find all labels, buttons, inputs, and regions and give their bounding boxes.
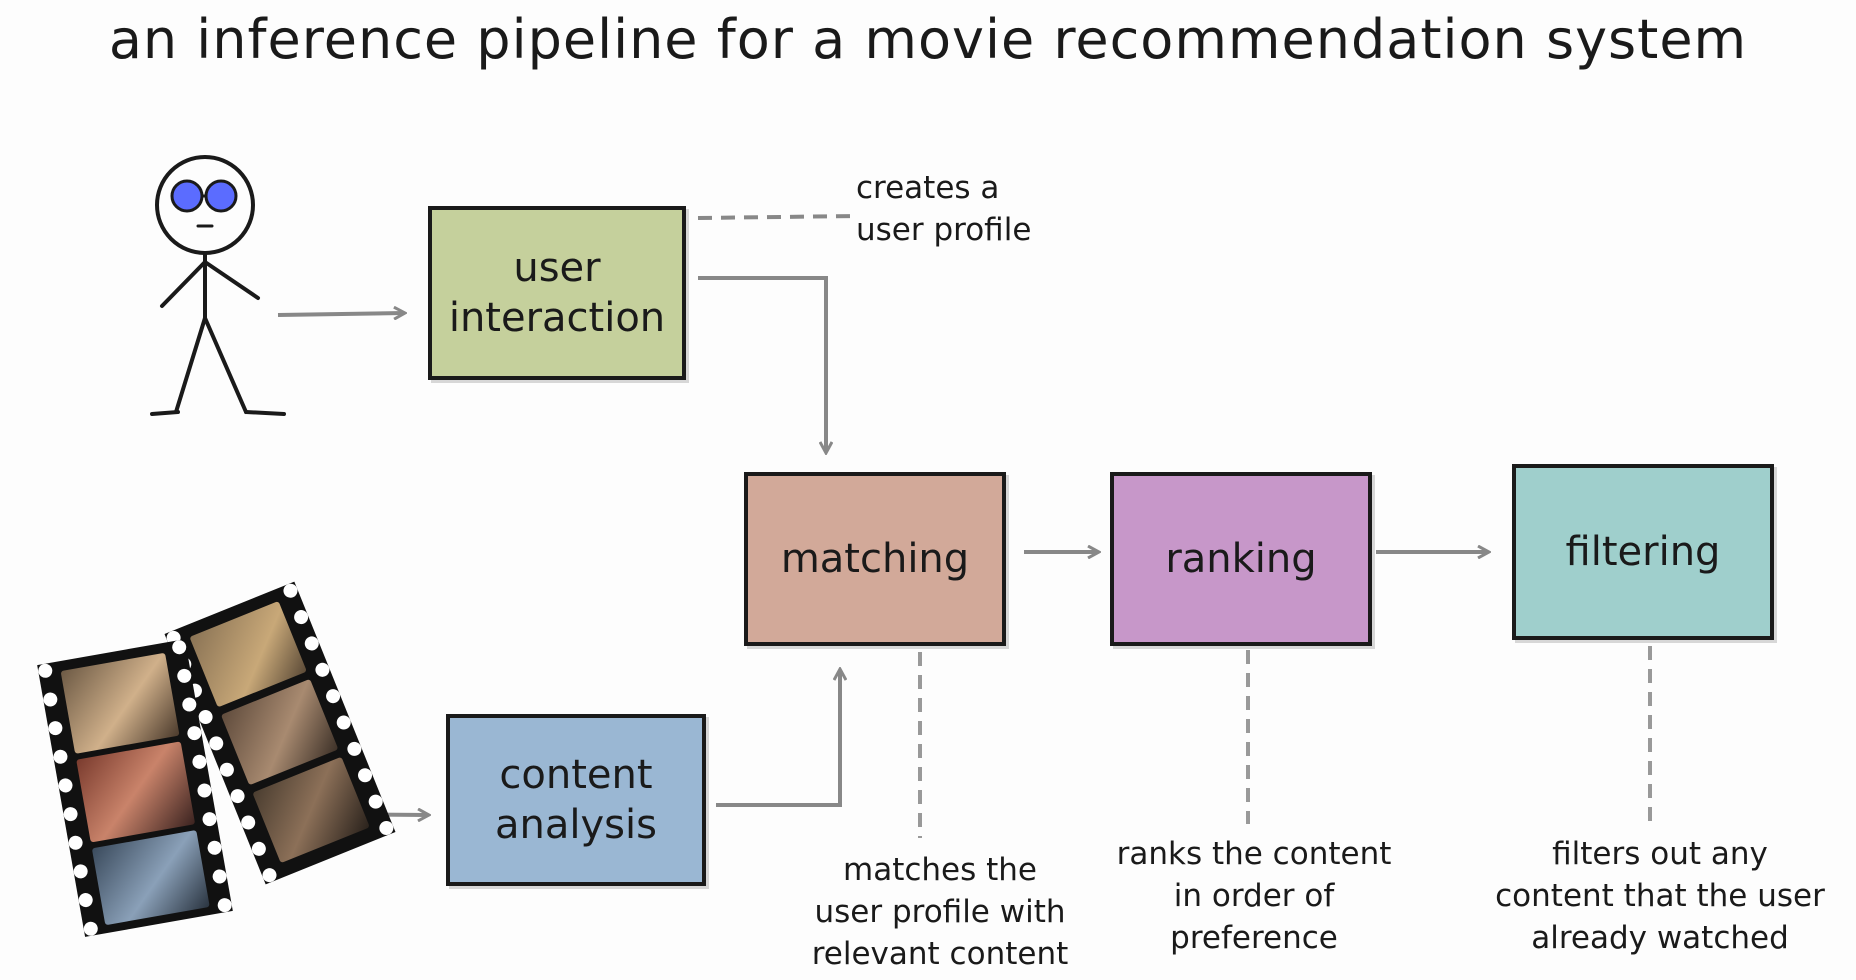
filtering-box: filtering [1512, 464, 1774, 640]
ranking-note: ranks the content in order of preference [1116, 836, 1392, 956]
arrow-content-to-matching [716, 670, 840, 807]
matching-label: matching [780, 536, 970, 582]
arrow-interaction-to-matching [698, 276, 826, 452]
user-profile-dashed-line [697, 214, 857, 220]
stick-figure-icon [150, 155, 286, 416]
filtering-note: filters out any content that the user al… [1495, 836, 1825, 956]
user-interaction-label: user interaction [448, 245, 666, 341]
diagram-title: an inference pipeline for a movie recomm… [108, 8, 1748, 71]
matching-box: matching [744, 472, 1006, 646]
ranking-box: ranking [1110, 472, 1372, 646]
user-interaction-box: user interaction [428, 206, 686, 380]
matching-note: matches the user profile with relevant c… [811, 852, 1069, 972]
filtering-label: filtering [1565, 529, 1721, 575]
content-analysis-label: content analysis [495, 752, 657, 848]
user-profile-note: creates a user profile [856, 170, 1032, 248]
ranking-label: ranking [1165, 536, 1317, 582]
content-analysis-box: content analysis [446, 714, 706, 886]
arrow-user-to-interaction [277, 313, 404, 315]
